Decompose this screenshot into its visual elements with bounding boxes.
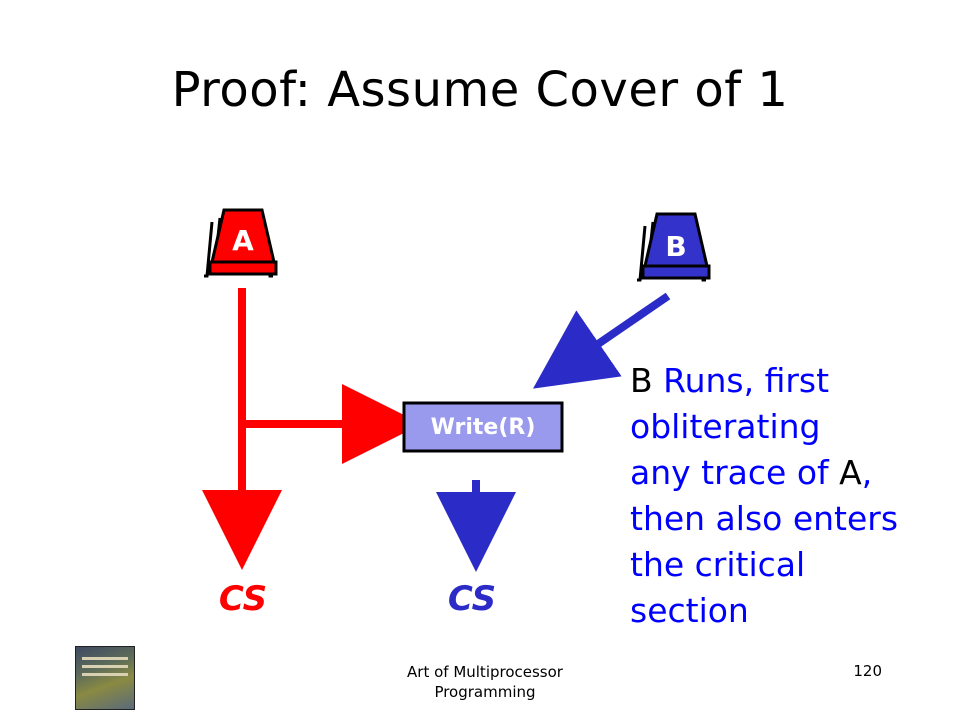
- explanation-line-3: any trace of A,: [630, 450, 950, 496]
- explanation-line-6: section: [630, 591, 749, 630]
- explanation-line-2: obliterating: [630, 407, 821, 446]
- thread-a-icon: A: [204, 208, 278, 278]
- slide-title: Proof: Assume Cover of 1: [171, 62, 789, 118]
- explanation-line-3-end: ,: [861, 453, 873, 492]
- explanation-line-1: B Runs, first: [630, 358, 950, 404]
- page-number: 120: [853, 662, 882, 680]
- explanation-line-4: then also enters: [630, 499, 899, 538]
- thread-b-label: B: [665, 230, 686, 263]
- write-register-label: Write(R): [431, 415, 536, 440]
- explanation-line-3-start: any trace of: [630, 453, 840, 492]
- explanation-a: A: [839, 453, 862, 492]
- footer-title: Art of Multiprocessor Programming: [380, 662, 590, 702]
- explanation-line-5: the critical: [630, 545, 806, 584]
- explanation-b: B: [630, 361, 653, 400]
- thread-a-label: A: [232, 224, 254, 257]
- explanation-text: B Runs, first obliterating any trace of …: [630, 358, 950, 634]
- thread-b-overwrite-arrow: [533, 292, 671, 389]
- explanation-line-1-rest: Runs, first: [652, 361, 830, 400]
- footer-title-line-2: Programming: [434, 683, 536, 701]
- write-register-box: [402, 401, 564, 453]
- book-cover-thumbnail: [75, 646, 135, 710]
- thread-b-icon: B: [637, 212, 711, 282]
- critical-section-a-label: CS: [219, 579, 267, 619]
- critical-section-b-label: CS: [448, 579, 496, 619]
- footer-title-line-1: Art of Multiprocessor: [407, 663, 563, 681]
